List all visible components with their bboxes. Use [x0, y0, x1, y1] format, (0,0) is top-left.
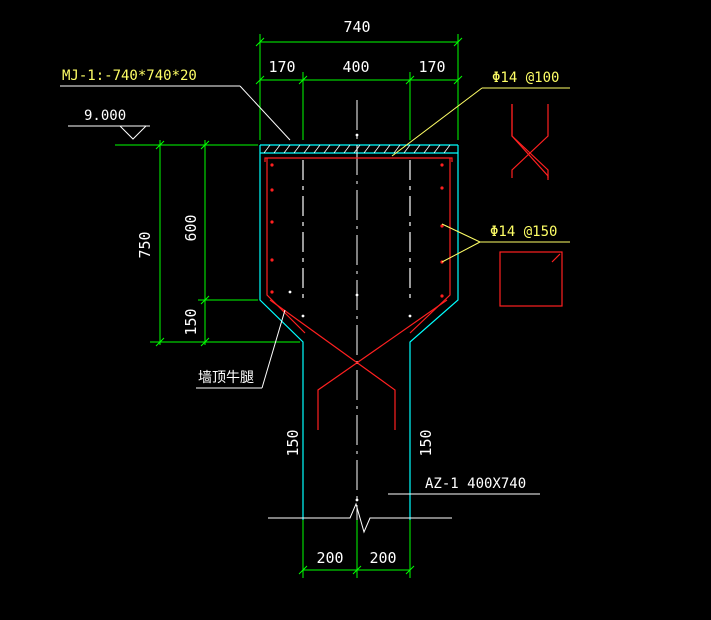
column-hidden-lines — [302, 160, 411, 300]
stirrup-hook — [551, 253, 561, 263]
right-column-label: 150 — [417, 429, 435, 456]
bottom-dimension-lines — [298, 520, 415, 578]
dim-bottom-right: 200 — [369, 549, 396, 567]
dim-middle-part: 400 — [342, 58, 369, 76]
stirrup-x-shape — [511, 104, 549, 180]
dim-total-height: 750 — [136, 231, 154, 258]
dim-lower-height: 150 — [182, 308, 200, 335]
elevation-marker — [68, 125, 150, 140]
top-dimension-lines — [255, 34, 463, 140]
embed-plate-label: MJ-1:-740*740*20 — [62, 68, 197, 84]
closed-stirrup-shape — [499, 251, 563, 307]
rebar-top-label: Φ14 @100 — [492, 70, 559, 86]
stirrup-x-shape-detail — [511, 104, 549, 178]
column-label: AZ-1 400X740 — [425, 476, 526, 492]
dim-total-width: 740 — [343, 18, 370, 36]
elevation-label: 9.000 — [84, 108, 126, 124]
embed-plate-leader — [60, 85, 291, 141]
section-dots — [288, 133, 412, 502]
corbel-leader — [196, 309, 286, 389]
rebar-top-leader — [391, 87, 570, 157]
corbel-label: 墙顶牛腿 — [198, 370, 254, 386]
left-column-label: 150 — [284, 429, 302, 456]
break-line — [268, 502, 452, 534]
rebar-side-leader — [441, 223, 570, 263]
dim-left-part: 170 — [268, 58, 295, 76]
embed-plate-hatch — [263, 144, 451, 154]
corbel-outline — [259, 144, 459, 520]
left-dimension-lines — [115, 140, 300, 347]
dim-upper-height: 600 — [182, 214, 200, 241]
rebar-dots — [270, 163, 444, 298]
rebar-side-label: Φ14 @150 — [490, 224, 557, 240]
dim-bottom-left: 200 — [316, 549, 343, 567]
rebar-lines — [264, 157, 453, 430]
dim-right-part: 170 — [418, 58, 445, 76]
